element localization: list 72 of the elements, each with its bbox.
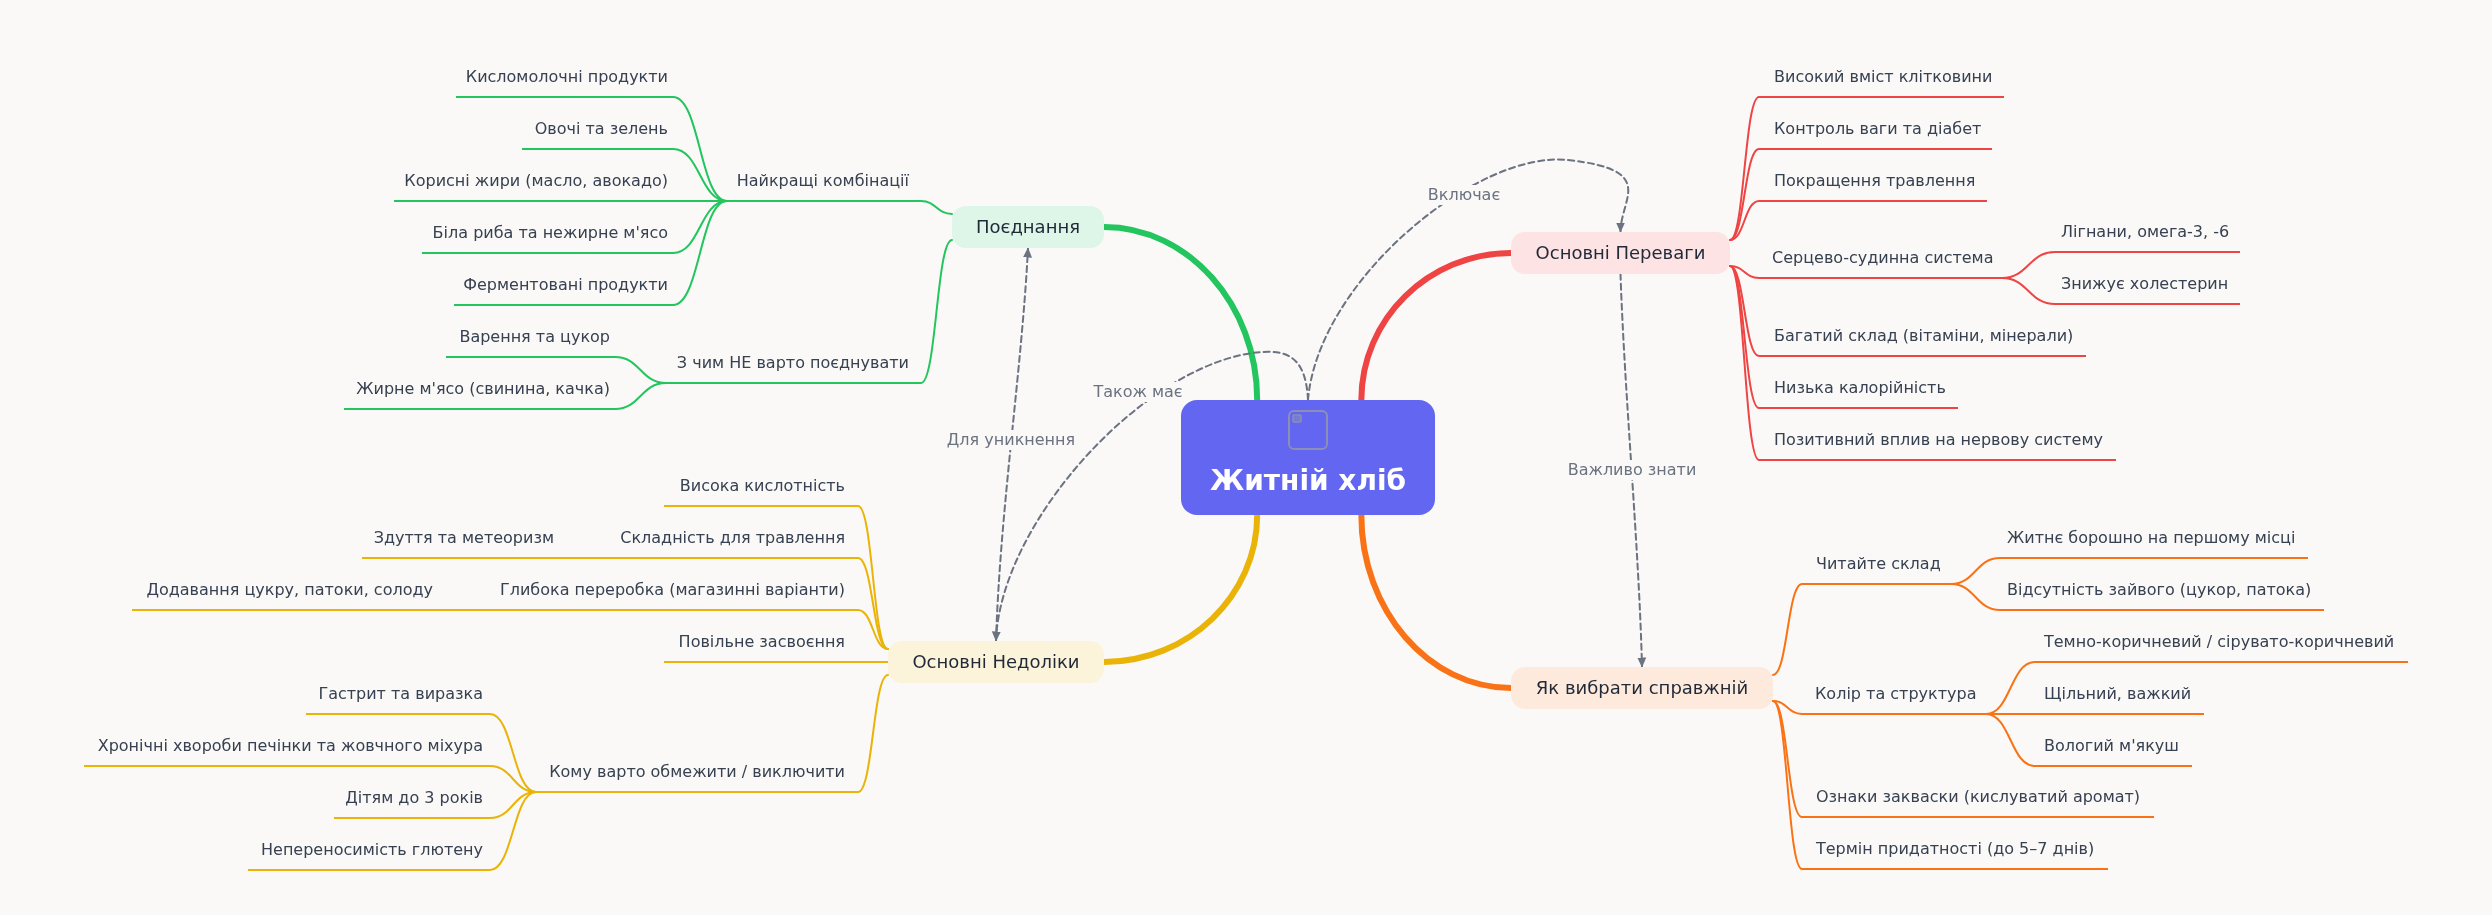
subtopic-label: Додавання цукру, патоки, солоду	[132, 579, 438, 611]
subtopic-label: Овочі та зелень	[522, 118, 673, 150]
central-topic-node	[1181, 400, 1435, 515]
subtopic-label: Складність для травлення	[606, 527, 858, 559]
subtopic-label: Щільний, важкий	[2035, 683, 2204, 715]
branch-line	[437, 609, 485, 611]
subtopic-label: Відсутність зайвого (цукор, патока)	[2000, 579, 2324, 611]
main-branch-node: Основні Переваги	[1511, 232, 1730, 274]
subtopic-label: Дітям до 3 років	[334, 787, 490, 819]
branch-line	[489, 791, 537, 871]
subtopic-label: Читайте склад	[1802, 553, 1951, 585]
branch-line	[558, 557, 607, 559]
branch-line	[1772, 700, 1803, 818]
branch-line	[1729, 96, 1760, 241]
main-branch-node: Як вибрати справжній	[1511, 667, 1773, 709]
subtopic-label: Серцево-судинна система	[1759, 247, 2002, 279]
subtopic-label: Позитивний вплив на нервову систему	[1759, 429, 2116, 461]
branch-line	[1729, 265, 1760, 461]
subtopic-label: Варення та цукор	[446, 326, 615, 358]
subtopic-label: Кому варто обмежити / виключити	[536, 761, 858, 793]
branch-line	[1729, 265, 1760, 409]
branch-line	[857, 674, 889, 793]
dashed-arrow	[1619, 273, 1647, 668]
branch-line	[2001, 277, 2056, 305]
branch-line	[1729, 265, 1760, 279]
subtopic-label: Термін придатності (до 5–7 днів)	[1802, 838, 2108, 870]
subtopic-label: Кисломолочні продукти	[456, 66, 673, 98]
subtopic-label: Біла риба та нежирне м'ясо	[422, 222, 673, 254]
subtopic-label: З чим НЕ варто поєднувати	[666, 352, 921, 384]
branch-line	[920, 200, 953, 215]
subtopic-label: Гастрит та виразка	[306, 683, 490, 715]
subtopic-label: Повільне засвоєння	[664, 631, 858, 663]
branch-line	[857, 609, 889, 650]
subtopic-label: Лігнани, омега-3, -6	[2055, 221, 2240, 253]
branch-line	[1950, 583, 2001, 611]
branch-line	[1729, 200, 1760, 241]
branch-line	[672, 200, 728, 306]
subtopic-label: Контроль ваги та діабет	[1759, 118, 1992, 150]
central-title: Житній хліб	[1209, 464, 1407, 498]
subtopic-label: Найкращі комбінації	[727, 170, 921, 202]
branch-line	[1772, 700, 1803, 870]
branch-line	[1772, 583, 1803, 676]
subtopic-label: Ферментовані продукти	[454, 274, 673, 306]
subtopic-label: Знижує холестерин	[2055, 273, 2240, 305]
branch-line	[857, 557, 889, 650]
subtopic-label: Високий вміст клітковини	[1759, 66, 2004, 98]
subtopic-label: Глибока переробка (магазинні варіанти)	[484, 579, 858, 611]
subtopic-label: Хронічні хвороби печінки та жовчного міхура	[84, 735, 490, 767]
subtopic-label: Вологий м'якуш	[2035, 735, 2192, 767]
subtopic-label: Темно-коричневий / сірувато-коричневий	[2035, 631, 2408, 663]
subtopic-label: Житнє борошно на першому місці	[2000, 527, 2308, 559]
subtopic-label: Покращення травлення	[1759, 170, 1987, 202]
dashed-arrow	[995, 247, 1032, 642]
subtopic-label: Низька калорійність	[1759, 377, 1958, 409]
branch-line	[857, 661, 889, 663]
main-branch-node: Основні Недоліки	[888, 641, 1104, 683]
branch-line	[1772, 700, 1803, 715]
branch-line	[1985, 713, 2036, 767]
subtopic-label: Корисні жири (масло, авокадо)	[394, 170, 673, 202]
subtopic-label: Жирне м'ясо (свинина, качка)	[344, 378, 615, 410]
main-branch-node: Поєднання	[952, 206, 1104, 248]
branch-line	[489, 713, 537, 793]
subtopic-label: Багатий склад (вітаміни, мінерали)	[1759, 325, 2086, 357]
branch-line	[1729, 148, 1760, 241]
subtopic-label: Висока кислотність	[664, 475, 858, 507]
branch-line	[920, 239, 953, 384]
branch-line	[614, 382, 667, 410]
branch-line	[857, 505, 889, 650]
subtopic-label: Здуття та метеоризм	[362, 527, 559, 559]
subtopic-label: Непереносимість глютену	[248, 839, 490, 871]
subtopic-label: Ознаки закваски (кислуватий аромат)	[1802, 786, 2154, 818]
subtopic-label: Колір та структура	[1802, 683, 1986, 715]
